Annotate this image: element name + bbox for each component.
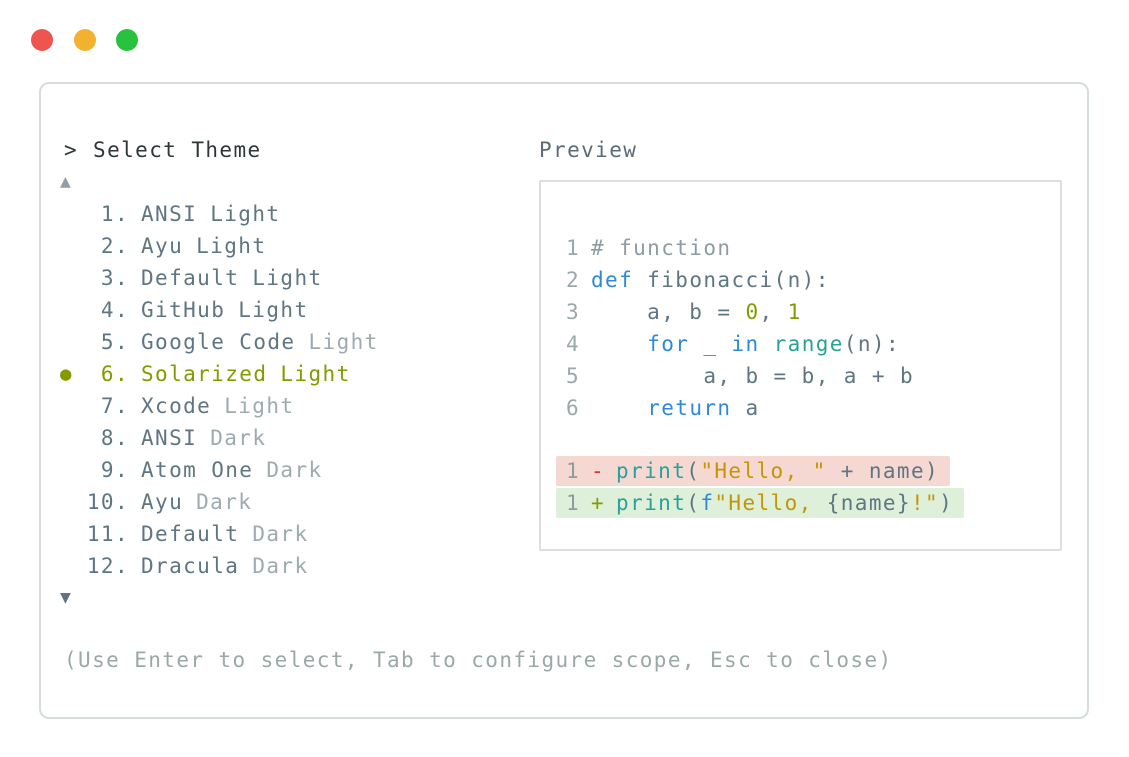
selected-bullet-icon: [60, 262, 75, 294]
selected-bullet-icon: [60, 294, 75, 326]
list-item-solarized-light-selected[interactable]: ● 6. Solarized Light: [60, 358, 351, 390]
item-name: Default: [141, 266, 240, 290]
list-item-ayu-dark[interactable]: 10. Ayu Dark: [60, 486, 252, 518]
zoom-button-icon[interactable]: [116, 29, 138, 51]
line-number: 1: [565, 491, 580, 515]
selected-bullet-icon: [60, 326, 75, 358]
code-line: 2 def fibonacci(n):: [565, 264, 830, 296]
item-number: 10.: [86, 490, 129, 514]
item-variant: Dark: [252, 554, 309, 578]
selected-bullet-icon: [60, 518, 75, 550]
list-item-github-light[interactable]: 4. GitHub Light: [60, 294, 308, 326]
list-item-ayu-light[interactable]: 2. Ayu Light: [60, 230, 266, 262]
item-variant: Light: [280, 362, 351, 386]
prompt-chevron-icon: >: [64, 138, 79, 162]
code-line: 6 return a: [565, 392, 760, 424]
preview-title: Preview: [539, 138, 638, 162]
item-name: Ayu: [141, 234, 184, 258]
item-name: GitHub: [141, 298, 226, 322]
item-number: 8.: [100, 426, 129, 450]
line-number: 4: [565, 332, 580, 356]
item-name: Default: [141, 522, 240, 546]
item-variant: Dark: [196, 490, 253, 514]
list-item-default-light[interactable]: 3. Default Light: [60, 262, 323, 294]
selected-bullet-icon: [60, 198, 75, 230]
item-number: 6.: [100, 362, 129, 386]
line-number: 1: [565, 236, 580, 260]
line-number: 1: [565, 459, 580, 483]
item-variant: Dark: [252, 522, 309, 546]
panel-header: > Select Theme: [64, 134, 262, 166]
item-number: 4.: [100, 298, 129, 322]
item-variant: Light: [238, 298, 309, 322]
diff-line-removed: 1 - print("Hello, " + name): [556, 456, 951, 488]
selected-bullet-icon: [60, 486, 75, 518]
item-number: 7.: [100, 394, 129, 418]
minimize-button-icon[interactable]: [74, 29, 96, 51]
item-name: Atom One: [141, 458, 254, 482]
item-variant: Light: [196, 234, 267, 258]
list-item-atom-one-dark[interactable]: 9. Atom One Dark: [60, 454, 323, 486]
list-item-google-code-light[interactable]: 5. Google Code Light: [60, 326, 379, 358]
item-variant: Dark: [266, 458, 323, 482]
item-variant: Light: [308, 330, 379, 354]
selected-bullet-icon: [60, 422, 75, 454]
item-number: 2.: [100, 234, 129, 258]
scroll-up-icon[interactable]: ▲: [60, 171, 71, 192]
line-number: 3: [565, 300, 580, 324]
preview-code-box: 1 # function 2 def fibonacci(n): 3 a, b …: [539, 180, 1062, 551]
scroll-down-icon[interactable]: ▼: [60, 587, 71, 608]
list-item-xcode-light[interactable]: 7. Xcode Light: [60, 390, 294, 422]
line-number: 5: [565, 364, 580, 388]
list-item-dracula-dark[interactable]: 12. Dracula Dark: [60, 550, 309, 582]
code-line: 4 for _ in range(n):: [565, 328, 900, 360]
line-number: 6: [565, 396, 580, 420]
item-name: ANSI: [141, 426, 198, 450]
item-name: Xcode: [141, 394, 212, 418]
keyboard-hint: (Use Enter to select, Tab to configure s…: [64, 648, 893, 672]
item-name: Ayu: [141, 490, 184, 514]
selected-bullet-icon: ●: [60, 363, 72, 385]
close-button-icon[interactable]: [31, 29, 53, 51]
list-item-default-dark[interactable]: 11. Default Dark: [60, 518, 309, 550]
item-number: 3.: [100, 266, 129, 290]
list-item-ansi-light[interactable]: 1. ANSI Light: [60, 198, 280, 230]
item-variant: Light: [252, 266, 323, 290]
diff-plus-icon: +: [591, 491, 606, 515]
item-number: 1.: [100, 202, 129, 226]
selected-bullet-icon: [60, 390, 75, 422]
diff-line-added: 1 + print(f"Hello, {name}!"): [556, 488, 965, 520]
code-line: 1 # function: [565, 232, 731, 264]
item-variant: Dark: [210, 426, 267, 450]
item-number: 9.: [100, 458, 129, 482]
item-number: 5.: [100, 330, 129, 354]
list-item-ansi-dark[interactable]: 8. ANSI Dark: [60, 422, 266, 454]
item-name: Google Code: [141, 330, 296, 354]
panel-title: Select Theme: [93, 138, 262, 162]
item-name: ANSI: [141, 202, 198, 226]
diff-minus-icon: -: [591, 459, 606, 483]
item-name: Solarized: [141, 362, 268, 386]
item-variant: Light: [210, 202, 281, 226]
theme-picker-panel: > Select Theme ▲ 1. ANSI Light 2. Ayu Li…: [39, 82, 1089, 719]
line-number: 2: [565, 268, 580, 292]
code-line: 5 a, b = b, a + b: [565, 360, 914, 392]
item-number: 11.: [86, 522, 129, 546]
selected-bullet-icon: [60, 454, 75, 486]
item-number: 12.: [86, 554, 129, 578]
selected-bullet-icon: [60, 230, 75, 262]
selected-bullet-icon: [60, 550, 75, 582]
code-line: 3 a, b = 0, 1: [565, 296, 802, 328]
item-variant: Light: [224, 394, 295, 418]
item-name: Dracula: [141, 554, 240, 578]
